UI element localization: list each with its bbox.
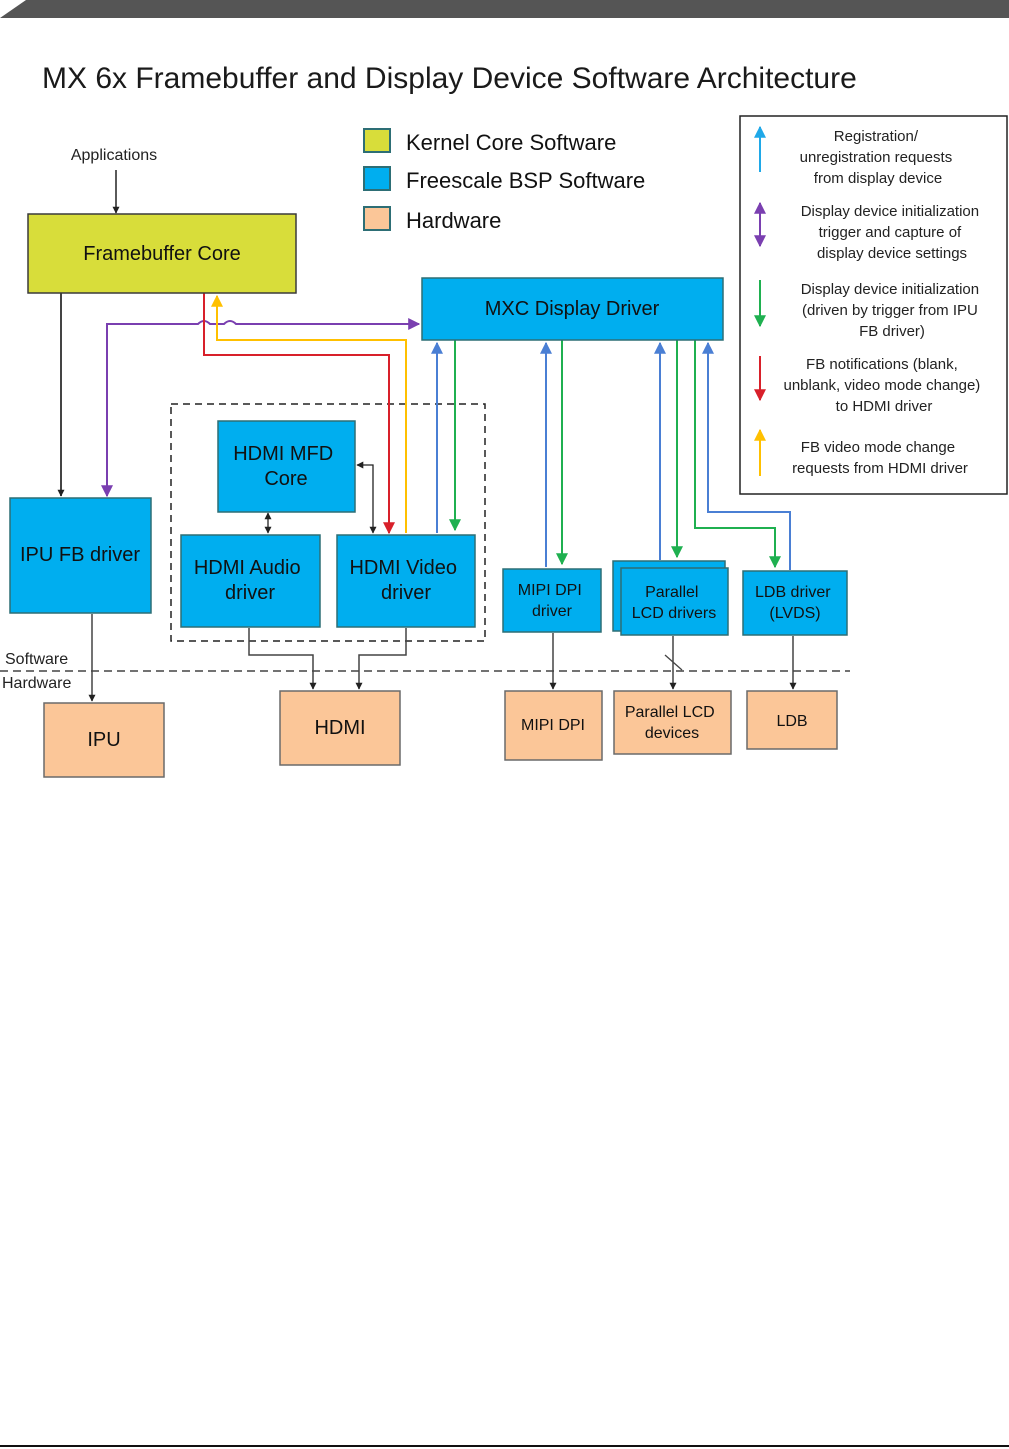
svg-text:Framebuffer Core: Framebuffer Core <box>83 243 240 265</box>
software-label: Software <box>5 651 68 668</box>
svg-text:HDMI MFD Core: HDMI MFD Core <box>233 443 339 490</box>
fb-notifications-red-link <box>203 293 395 535</box>
svg-text:Parallel LCD devices: Parallel LCD devices <box>625 704 719 742</box>
key-label-bsp: Freescale BSP Software <box>406 168 645 193</box>
svg-text:HDMI Audio driver: HDMI Audio driver <box>194 557 306 604</box>
node-hdmi-video-driver: HDMI Video driver <box>336 534 476 628</box>
svg-text:LDB: LDB <box>776 713 807 730</box>
node-mipi-dpi: MIPI DPI <box>504 690 603 761</box>
architecture-diagram: Kernel Core Software Freescale BSP Softw… <box>0 115 1008 778</box>
audio-to-hdmi-link <box>248 628 317 690</box>
node-hdmi: HDMI <box>279 690 401 766</box>
hardware-label: Hardware <box>2 675 71 692</box>
key-swatch-hardware <box>363 206 391 231</box>
node-ipu-fb-driver: IPU FB driver <box>9 497 152 614</box>
svg-text:IPU FB driver: IPU FB driver <box>20 544 140 566</box>
key-swatch-kernel <box>363 128 391 153</box>
applications-label: Applications <box>71 147 157 164</box>
ldb-registration-link <box>702 341 791 570</box>
category-key: Kernel Core Software Freescale BSP Softw… <box>363 128 645 233</box>
node-mxc-display-driver: MXC Display Driver <box>421 277 724 341</box>
node-framebuffer-core: Framebuffer Core <box>27 213 297 294</box>
svg-text:HDMI Video driver: HDMI Video driver <box>349 557 462 604</box>
ldb-init-link <box>694 340 781 569</box>
page-title: MX 6x Framebuffer and Display Device Sof… <box>42 62 857 95</box>
arrow-legend: Registration/ unregistration requests fr… <box>739 115 1008 495</box>
key-swatch-bsp <box>363 166 391 191</box>
mode-requests-yellow-link <box>211 294 407 533</box>
init-trigger-purple-link <box>101 318 421 498</box>
key-label-kernel: Kernel Core Software <box>406 130 616 155</box>
mfd-to-video-link <box>356 461 377 534</box>
legend-text-registration: Registration/ unregistration requests fr… <box>800 128 957 187</box>
node-ldb-driver: LDB driver (LVDS) <box>742 570 848 636</box>
header-bar <box>0 0 1009 18</box>
legend-box <box>739 115 1008 495</box>
svg-text:LDB driver (LVDS): LDB driver (LVDS) <box>755 584 835 622</box>
node-hdmi-mfd-core: HDMI MFD Core <box>217 420 356 513</box>
video-to-hdmi-link <box>355 628 407 690</box>
legend-text-init-driven: Display device initialization (driven by… <box>801 281 984 340</box>
footer-rule <box>0 1445 1009 1447</box>
node-ldb: LDB <box>746 690 838 750</box>
svg-text:IPU: IPU <box>87 729 120 751</box>
svg-text:HDMI: HDMI <box>314 717 365 739</box>
node-ipu: IPU <box>43 702 165 778</box>
node-parallel-lcd-drivers: Parallel LCD drivers <box>612 560 729 636</box>
svg-text:MIPI DPI: MIPI DPI <box>521 717 585 734</box>
parallel-bus-slash <box>664 654 683 671</box>
node-parallel-lcd-devices: Parallel LCD devices <box>613 690 732 755</box>
key-label-hardware: Hardware <box>406 208 501 233</box>
legend-text-mode-requests: FB video mode change requests from HDMI … <box>792 439 968 477</box>
svg-text:MIPI DPI driver: MIPI DPI driver <box>518 582 586 620</box>
node-mipi-dpi-driver: MIPI DPI driver <box>502 568 602 633</box>
node-hdmi-audio-driver: HDMI Audio driver <box>180 534 321 628</box>
connectors <box>57 293 797 702</box>
svg-text:Parallel LCD drivers: Parallel LCD drivers <box>632 584 716 622</box>
legend-text-init-trigger: Display device initialization trigger an… <box>801 203 984 262</box>
legend-text-notifications: FB notifications (blank, unblank, video … <box>784 356 985 415</box>
svg-text:MXC Display Driver: MXC Display Driver <box>485 298 660 320</box>
